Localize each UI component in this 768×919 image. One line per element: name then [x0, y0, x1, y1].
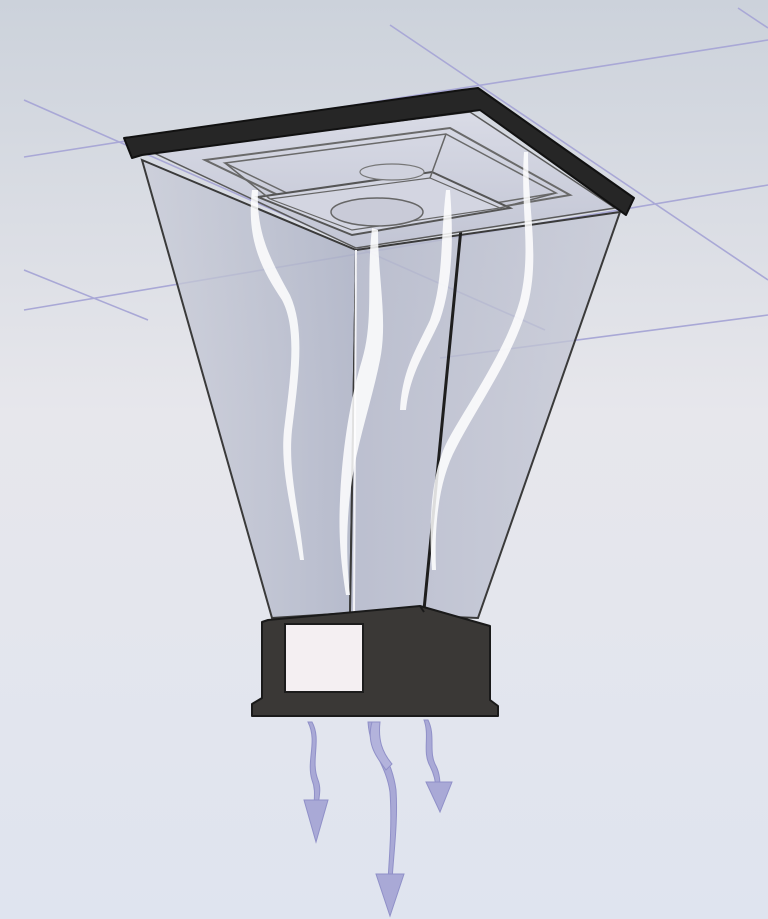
- readout-display: [285, 624, 363, 692]
